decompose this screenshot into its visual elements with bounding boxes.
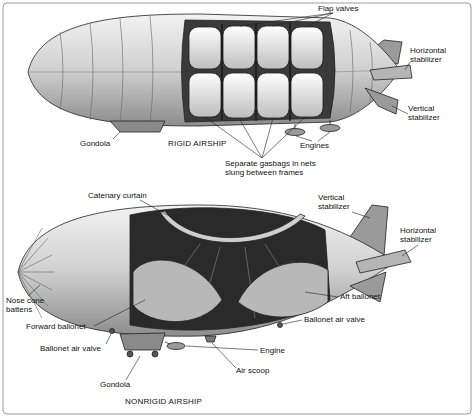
leader-line [28,285,40,296]
gasbag [189,27,221,69]
nonrigid-leader-lines [28,200,418,380]
part-label: Nose cone battens [6,296,52,314]
gasbag [257,26,289,69]
leader-line [296,132,330,141]
leader-line [240,13,333,27]
engine-pod [285,129,305,136]
wheel [152,351,158,357]
catenary-curtain-shape [160,211,305,243]
leader-line [305,292,338,297]
frame [3,3,471,414]
leader-line [352,212,370,218]
leader-line [205,117,305,158]
gasbag [291,73,323,117]
rigid-hull [28,14,400,126]
gasbag [223,26,255,69]
part-label: Air scoop [236,366,286,375]
part-label: Gondola [80,139,130,148]
part-label: Aft ballonet [340,292,400,301]
part-label: Catenary curtain [88,191,168,200]
gasbag [291,27,323,69]
engine-pod [320,125,340,132]
gondola-shape [120,333,165,350]
rigid-airship [28,14,412,136]
air-valve [110,329,115,334]
figure-title: NONRIGID AIRSHIP [125,397,245,406]
nonrigid-envelope [18,205,395,336]
part-label: Ballonet air valve [40,344,108,353]
part-label: Engines [300,141,350,150]
gasbag [189,73,221,117]
gasbag [223,73,255,118]
part-label: Horizontal stabilizer [410,46,468,64]
cutaway [130,208,330,330]
leader-line [140,200,195,230]
air-scoop-shape [205,336,216,342]
leader-line [94,300,145,326]
horizontal-fin [356,250,411,273]
leader-line [106,334,111,344]
leader-line [402,245,418,256]
gasbag [257,73,289,118]
part-label: Vertical stabilizer [318,193,366,211]
leader-line [126,356,140,380]
part-label: Gondola [100,380,150,389]
engine-strut [165,342,170,344]
leader-line [113,132,120,139]
part-label: Horizontal stabilizer [400,226,460,244]
wheel [127,351,133,357]
hull-ribs [60,16,373,125]
leader-line [405,62,410,70]
leader-line [392,106,408,114]
aft-ballonet-shape [238,262,328,317]
part-label: Forward ballonet [26,322,96,331]
leader-line [186,346,258,350]
part-label: Separate gasbags in nets slung between f… [225,159,335,177]
frames [222,23,290,121]
rigid-leader-lines [113,13,410,158]
forward-ballonet-shape [133,260,222,322]
part-label: Flap valves [318,4,378,13]
part-label: Engine [260,346,300,355]
part-label: Ballonet air valve [304,315,384,324]
horizontal-fin [370,65,412,80]
figure-title: RIGID AIRSHIP [168,139,248,148]
cutaway [182,20,336,122]
air-valve [278,323,283,328]
leader-line [212,343,236,368]
gondola-shape [110,121,165,132]
nonrigid-airship [18,205,411,357]
part-label: Vertical stabilizer [408,104,466,122]
bottom-fin [365,88,398,114]
leader-line [283,320,302,324]
